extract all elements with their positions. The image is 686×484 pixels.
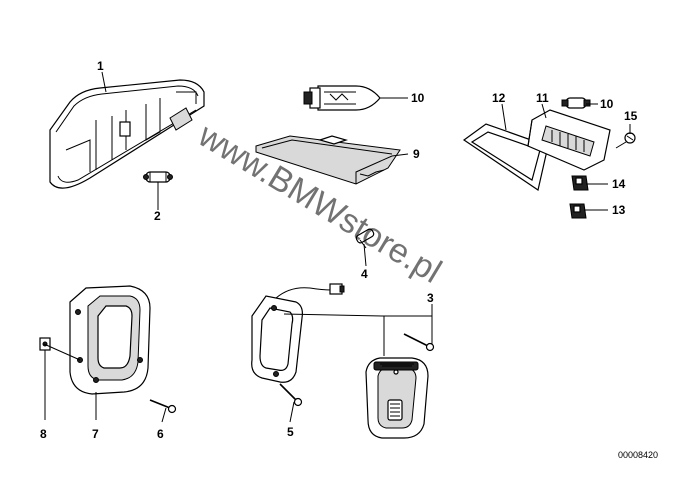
callout-8: 8 (40, 427, 47, 441)
callout-10-top: 10 (411, 91, 425, 105)
callout-14: 14 (612, 177, 626, 191)
callout-11: 11 (536, 91, 549, 105)
part-6-screw (149, 399, 177, 414)
callout-7: 7 (92, 427, 99, 441)
part-3-screw (403, 333, 435, 352)
callout-9: 9 (413, 147, 420, 161)
part-1-light-housing (49, 79, 205, 189)
callout-15: 15 (624, 109, 638, 123)
callout-2: 2 (154, 209, 161, 223)
callout-1: 1 (97, 59, 104, 73)
drawing-part-number: 00008420 (618, 450, 658, 460)
callout-6: 6 (157, 427, 164, 441)
part-3-light-housing-frame (251, 283, 345, 383)
part-9-lens (255, 135, 401, 185)
callout-10-right: 10 (600, 97, 614, 111)
part-2-bulb (143, 171, 173, 183)
callout-13: 13 (612, 203, 626, 217)
part-13-clip (569, 203, 587, 219)
callout-5: 5 (287, 425, 294, 439)
callout-3: 3 (427, 291, 434, 305)
part-10-bulb-right (561, 97, 591, 109)
part-10-bulb-top (303, 85, 381, 111)
part-15-screw (615, 132, 636, 149)
callout-12: 12 (492, 91, 506, 105)
part-11-lamp-socket (527, 109, 611, 171)
leader-lines (43, 71, 631, 423)
part-14-clip (571, 175, 589, 191)
part-5-screw (279, 383, 303, 407)
part-4-small-bulb (355, 228, 375, 249)
part-7-bezel (69, 285, 151, 395)
map-light-assembly (365, 357, 429, 439)
callout-4: 4 (361, 267, 368, 281)
